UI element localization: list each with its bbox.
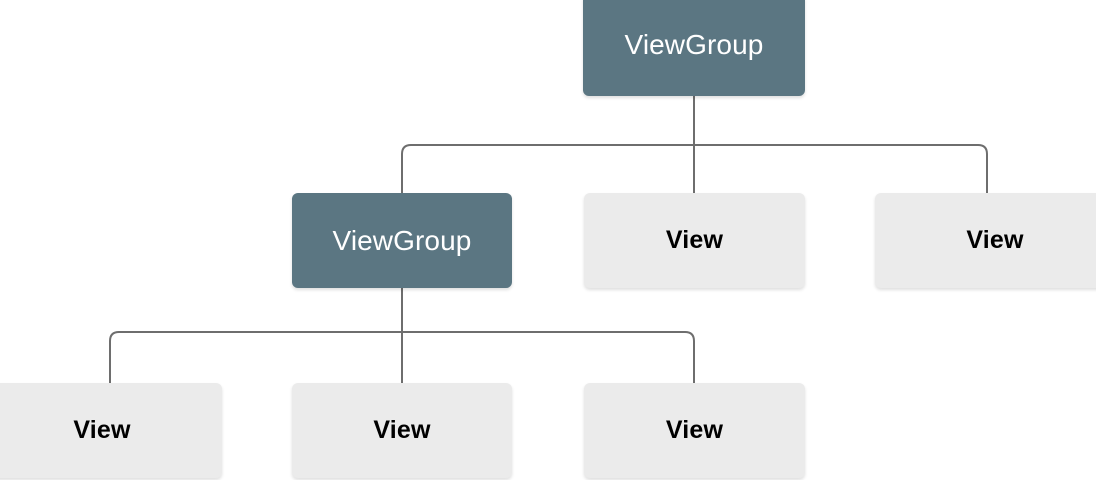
node-label: View (665, 226, 724, 254)
node-label: ViewGroup (332, 224, 472, 256)
node-label: ViewGroup (624, 29, 764, 60)
node-label: View (73, 416, 131, 444)
connector-branch-bus-level1-0 (109, 331, 402, 383)
node-level1-view-center[interactable]: View (584, 193, 805, 288)
connector-branch-bus-root-2 (694, 144, 988, 193)
connector-branch-bus-root-0 (401, 144, 694, 193)
node-root-viewgroup[interactable]: ViewGroup (583, 0, 805, 96)
node-level2-view-right[interactable]: View (584, 383, 805, 478)
node-label: View (373, 416, 431, 444)
node-label: View (665, 416, 724, 444)
node-level2-view-left[interactable]: View (0, 383, 222, 478)
node-label: View (966, 226, 1024, 254)
connector-branch-bus-level1-2 (402, 331, 695, 383)
node-level1-viewgroup[interactable]: ViewGroup (292, 193, 512, 288)
node-level1-view-right[interactable]: View (875, 193, 1096, 288)
node-level2-view-center[interactable]: View (292, 383, 512, 478)
